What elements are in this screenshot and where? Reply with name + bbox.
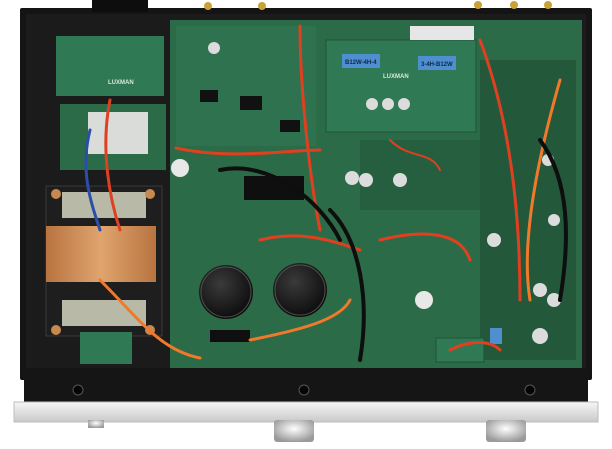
psu-board	[56, 36, 164, 96]
svg-text:B12W-4H-4: B12W-4H-4	[345, 60, 377, 66]
svg-text:3-4H-B12W: 3-4H-B12W	[421, 62, 453, 68]
front-knobs	[88, 420, 526, 442]
front-panel	[13, 368, 599, 423]
board-brand-text: LUXMAN	[383, 74, 409, 80]
filter-capacitors	[199, 263, 327, 319]
input-board	[325, 39, 477, 133]
relay-left: B12W-4H-4	[342, 54, 380, 68]
power-inlet	[92, 0, 148, 12]
relay-right: 3-4H-B12W	[418, 56, 456, 70]
rear-terminals	[204, 1, 552, 10]
transformer	[45, 185, 163, 337]
psu-brand-text: LUXMAN	[108, 80, 134, 86]
wiring	[84, 24, 568, 362]
